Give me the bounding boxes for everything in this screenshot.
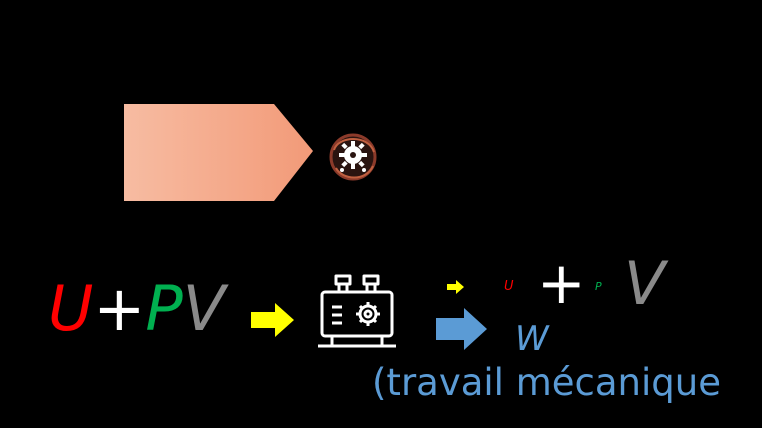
symbol-v: V (182, 272, 226, 345)
gear-badge-icon (329, 133, 377, 181)
travail-mecanique-label: (travail mécanique (372, 361, 721, 404)
right-arrow-icon (251, 303, 294, 337)
symbol-w: W (515, 319, 549, 359)
symbol-v-large: V (624, 249, 666, 319)
engine-gear-icon (318, 274, 396, 348)
symbol-plus-large: + (537, 249, 586, 317)
equation-u-plus-pv: U+PV (48, 278, 225, 340)
pentagon-arrow-shape (124, 104, 313, 201)
symbol-u-small: U (504, 279, 514, 294)
symbol-plus: + (93, 272, 146, 345)
right-arrow-icon (436, 308, 487, 350)
right-arrow-icon (447, 280, 464, 294)
symbol-p-small: P (595, 280, 602, 293)
symbol-p: P (145, 272, 183, 345)
symbol-u: U (48, 272, 94, 345)
